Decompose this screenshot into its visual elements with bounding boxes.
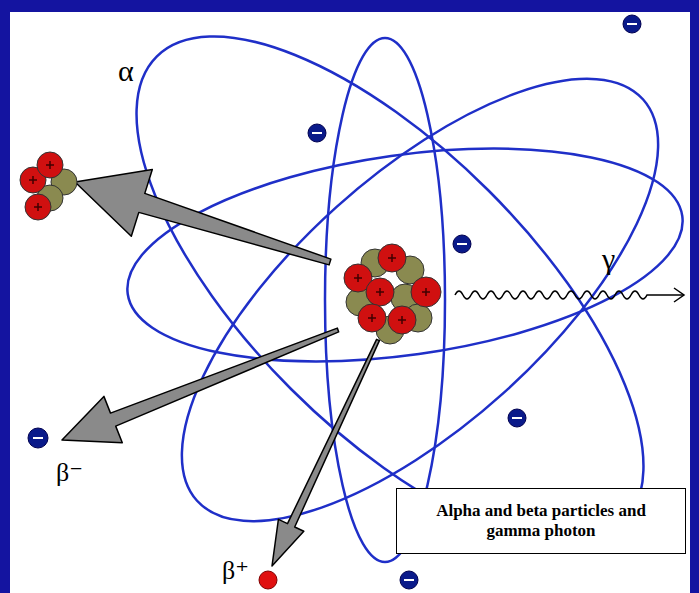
beta-minus-symbol: β⁻ [56,460,83,486]
alpha-symbol: α [118,56,134,86]
nucleus [344,244,441,344]
gamma-wave [455,288,684,302]
caption-text: Alpha and beta particles and gamma photo… [431,501,651,540]
orbits [58,0,699,593]
plus-marks [354,254,430,324]
beta-plus-positron [259,571,277,589]
gamma-symbol: γ [602,244,615,274]
caption-box: Alpha and beta particles and gamma photo… [396,488,686,554]
arrows [62,170,379,567]
alpha-particle [20,152,77,220]
beta-plus-symbol: β⁺ [222,558,249,584]
beta-minus-electron [28,428,48,448]
